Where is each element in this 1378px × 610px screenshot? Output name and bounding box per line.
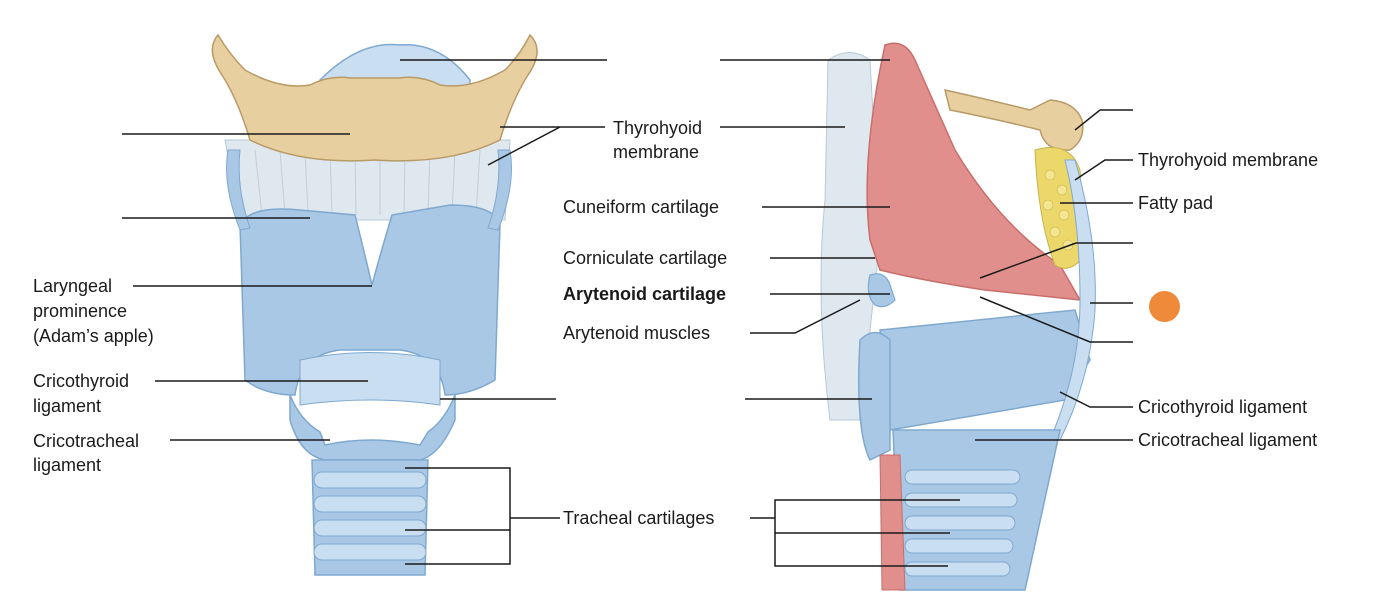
cricothyroid-ligament-label-line2: ligament — [33, 396, 102, 416]
cuneiform-cartilage-label: Cuneiform cartilage — [563, 197, 720, 217]
arytenoid-cartilage-sagittal — [867, 273, 896, 308]
cricoid-lamina-sagittal — [858, 331, 891, 462]
membrane-striations — [254, 149, 481, 216]
cricotracheal-ligament-label-line1: Cricotracheal — [33, 431, 140, 451]
cricotracheal-ligament-right-label: Cricotracheal ligament — [1138, 430, 1318, 450]
hyoid-bone-sagittal — [943, 89, 1084, 151]
cricothyroid-ligament-area — [299, 352, 441, 406]
orange-dot-marker-icon — [1149, 291, 1180, 322]
tracheal-rings-anterior — [313, 471, 427, 561]
esophagus-wall — [879, 454, 906, 591]
thyroid-cartilage-sagittal — [879, 309, 1091, 431]
cricoid-cartilage-anterior — [289, 394, 456, 461]
hyoid-bone-anterior — [211, 33, 538, 162]
epiglottis-sagittal — [866, 42, 1082, 301]
thyrohyoid-membrane-label-line1: Thyrohyoid — [613, 118, 703, 138]
laryngeal-prominence-label-line3: (Adam’s apple) — [33, 326, 154, 346]
cricothyroid-ligament-label-line1: Cricothyroid — [33, 371, 130, 391]
fatty-pad-label: Fatty pad — [1138, 193, 1214, 213]
superior-horn-left — [226, 149, 251, 231]
corniculate-cartilage-label: Corniculate cartilage — [563, 248, 728, 268]
arytenoid-cartilage-label: Arytenoid cartilage — [563, 284, 727, 304]
posterior-wall — [820, 52, 881, 421]
laryngeal-prominence-label-line2: prominence — [33, 301, 128, 321]
anterior-view — [211, 33, 538, 576]
laryngeal-prominence-label-line1: Laryngeal — [33, 276, 113, 296]
leader-lines — [122, 59, 1133, 567]
thyrohyoid-membrane-label-line2: membrane — [613, 142, 700, 162]
thyrohyoid-membrane-right-label: Thyrohyoid membrane — [1138, 150, 1319, 170]
sagittal-view — [820, 42, 1096, 591]
cricothyroid-ligament-right-label: Cricothyroid ligament — [1138, 397, 1308, 417]
tracheal-cartilages-label: Tracheal cartilages — [563, 508, 715, 528]
cricotracheal-ligament-label-line2: ligament — [33, 455, 102, 475]
superior-horn-right — [487, 149, 512, 231]
arytenoid-muscles-label: Arytenoid muscles — [563, 323, 711, 343]
